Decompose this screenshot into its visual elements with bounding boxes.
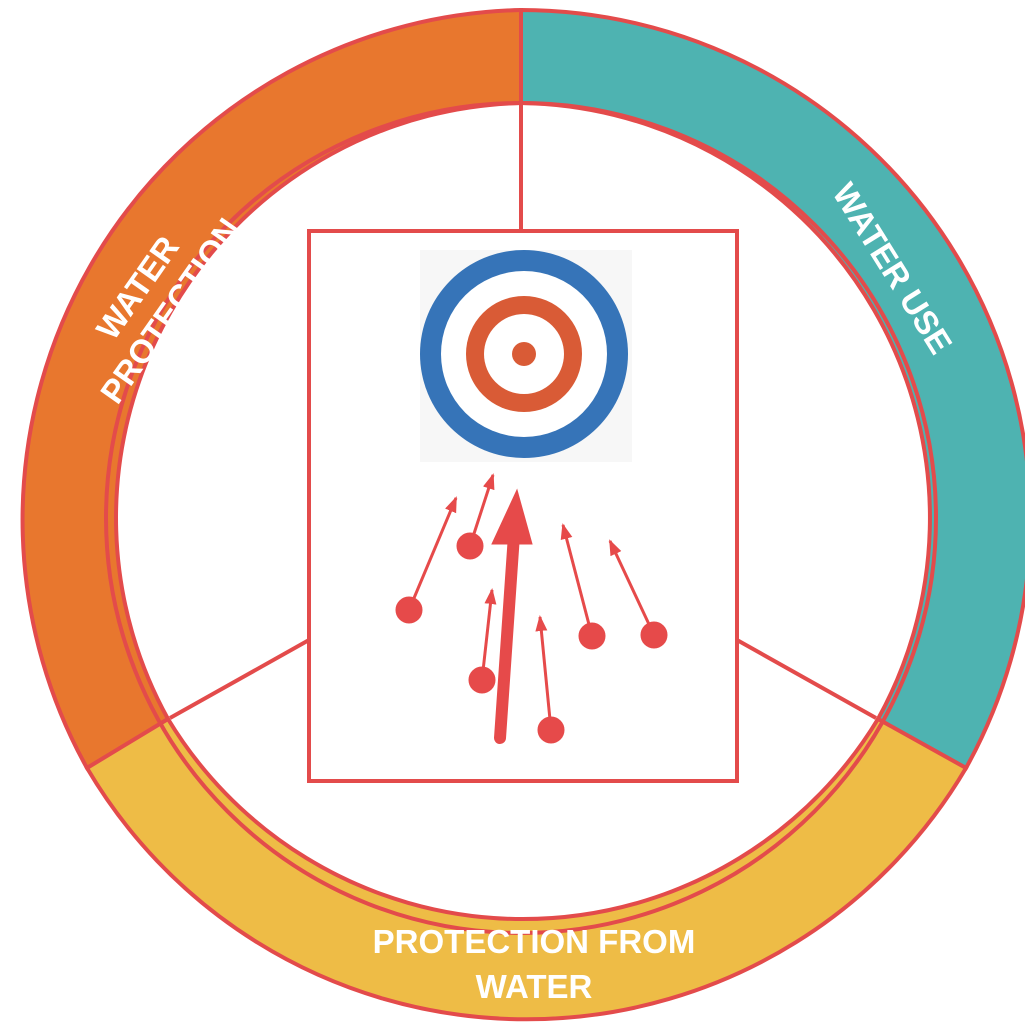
connector-left — [169, 638, 310, 720]
water-use-segment — [519, 7, 1025, 771]
connector-right — [736, 638, 877, 720]
converging-arrows-icon — [395, 473, 668, 744]
target-icon — [420, 250, 632, 462]
water-protection-segment — [20, 7, 523, 771]
protection-from-water-segment — [84, 716, 969, 1022]
protection-from-water-label-line1: PROTECTION FROM — [373, 923, 696, 960]
protection-from-water-label-line2: WATER — [476, 968, 593, 1005]
